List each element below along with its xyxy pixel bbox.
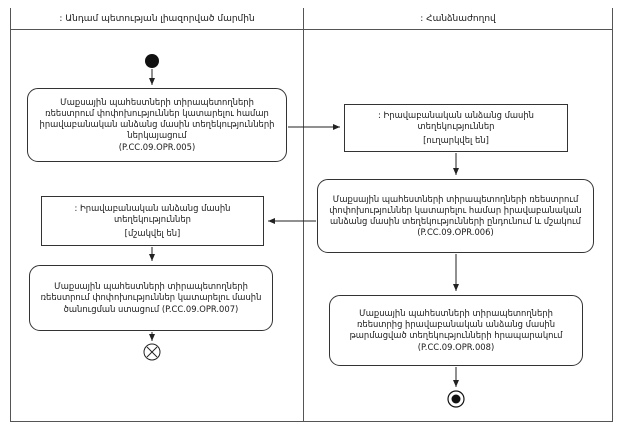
action-receive-process: Մաքսային պահեստների տիրապետողների ռեեստր… — [317, 179, 594, 253]
object-info-processed: : Իրավաբանական անձանց մասին տեղեկություն… — [41, 196, 264, 246]
object-info-sent-title: : Իրավաբանական անձանց մասին տեղեկություն… — [378, 109, 534, 132]
action-receive-process-text: Մաքսային պահեստների տիրապետողների ռեեստր… — [329, 193, 582, 238]
object-info-sent: : Իրավաբանական անձանց մասին տեղեկություն… — [344, 104, 568, 152]
lane-header-commission: : Հանձնաժողով — [304, 8, 612, 30]
lane-divider — [303, 8, 304, 422]
lane-header-authorized-body: : Անդամ պետության լիազորված մարմին — [11, 8, 303, 30]
action-publish-info-text: Մաքսային պահեստների տիրապետողների ռեեստր… — [349, 307, 563, 340]
object-info-sent-state: [ուղարկվել են] — [423, 134, 489, 145]
action-publish-info-code: (P.CC.09.OPR.008) — [417, 342, 495, 353]
action-submit-info-code: (P.CC.09.OPR.005) — [118, 142, 196, 153]
action-receive-notification-text: Մաքսային պահեստների տիրապետողների ռեեստր… — [40, 281, 262, 314]
lane-header-authorized-body-label: : Անդամ պետության լիազորված մարմին — [59, 13, 255, 24]
action-submit-info: Մաքսային պահեստների տիրապետողների ռեեստր… — [27, 88, 287, 162]
lane-header-commission-label: : Հանձնաժողով — [420, 13, 496, 24]
object-info-processed-state: [մշակվել են] — [124, 227, 181, 238]
action-submit-info-text: Մաքսային պահեստների տիրապետողների ռեեստր… — [39, 96, 275, 141]
action-publish-info: Մաքսային պահեստների տիրապետողների ռեեստր… — [329, 295, 583, 366]
action-receive-notification: Մաքսային պահեստների տիրապետողների ռեեստր… — [29, 265, 273, 331]
object-info-processed-title: : Իրավաբանական անձանց մասին տեղեկություն… — [74, 202, 231, 225]
